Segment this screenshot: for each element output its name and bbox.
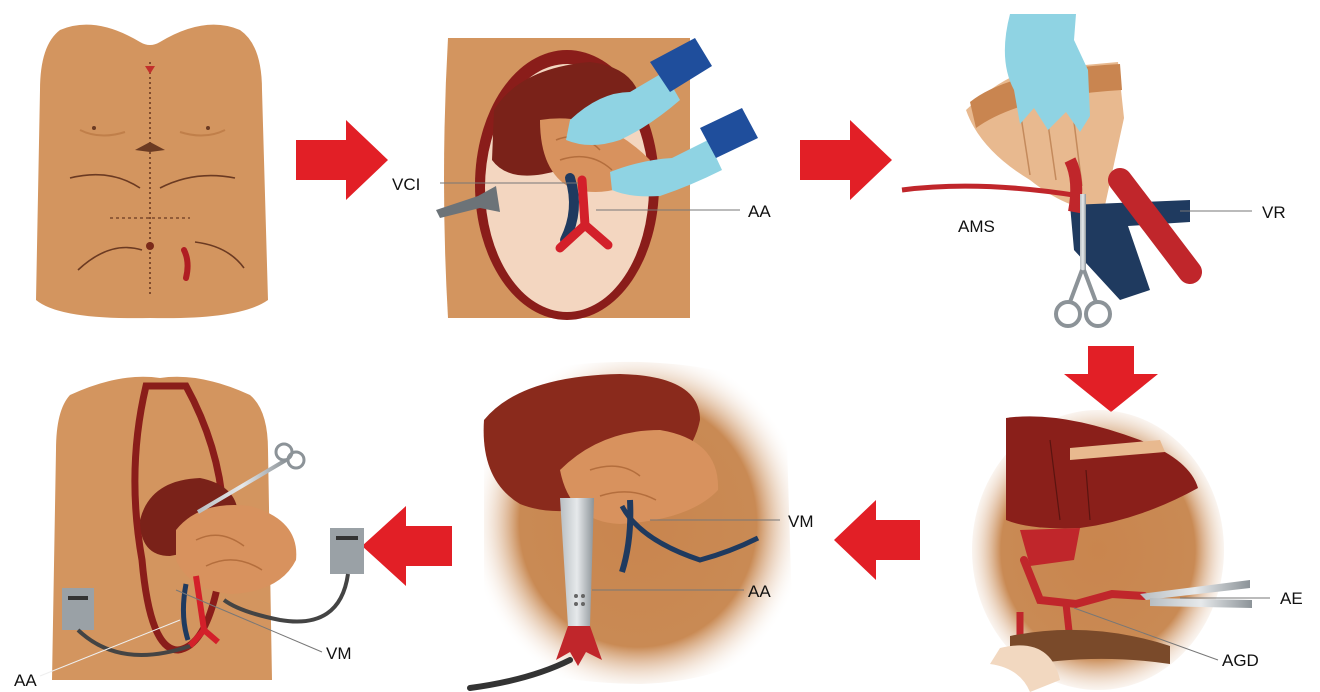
panel-celiac-dissection <box>972 410 1270 692</box>
panel-ams-clamp <box>902 14 1252 326</box>
panel-perfusion <box>40 377 364 680</box>
surgical-step-arrow-left <box>362 506 452 586</box>
label-vci: VCI <box>392 176 420 193</box>
label-ams: AMS <box>958 218 995 235</box>
label-agd: AGD <box>1222 652 1259 669</box>
label-vr: VR <box>1262 204 1286 221</box>
panel-torso-incisions <box>36 25 268 319</box>
panel-open-abdomen <box>436 38 758 320</box>
surgical-step-arrow-down <box>1064 346 1158 412</box>
label-aa-panel2: AA <box>748 203 771 220</box>
surgical-step-arrow-right <box>296 120 388 200</box>
label-vm-panel6: VM <box>326 645 352 662</box>
scissors <box>1080 194 1086 274</box>
label-ae: AE <box>1280 590 1303 607</box>
perfusion-bag-right <box>330 528 364 574</box>
label-vm-panel5: VM <box>788 513 814 530</box>
label-aa-panel6: AA <box>14 672 37 689</box>
label-aa-panel5: AA <box>748 583 771 600</box>
perfusion-bag-left <box>62 588 94 630</box>
surgical-step-arrow-right <box>800 120 892 200</box>
surgical-step-arrow-left <box>834 500 920 580</box>
panel-cannulation <box>470 362 792 688</box>
